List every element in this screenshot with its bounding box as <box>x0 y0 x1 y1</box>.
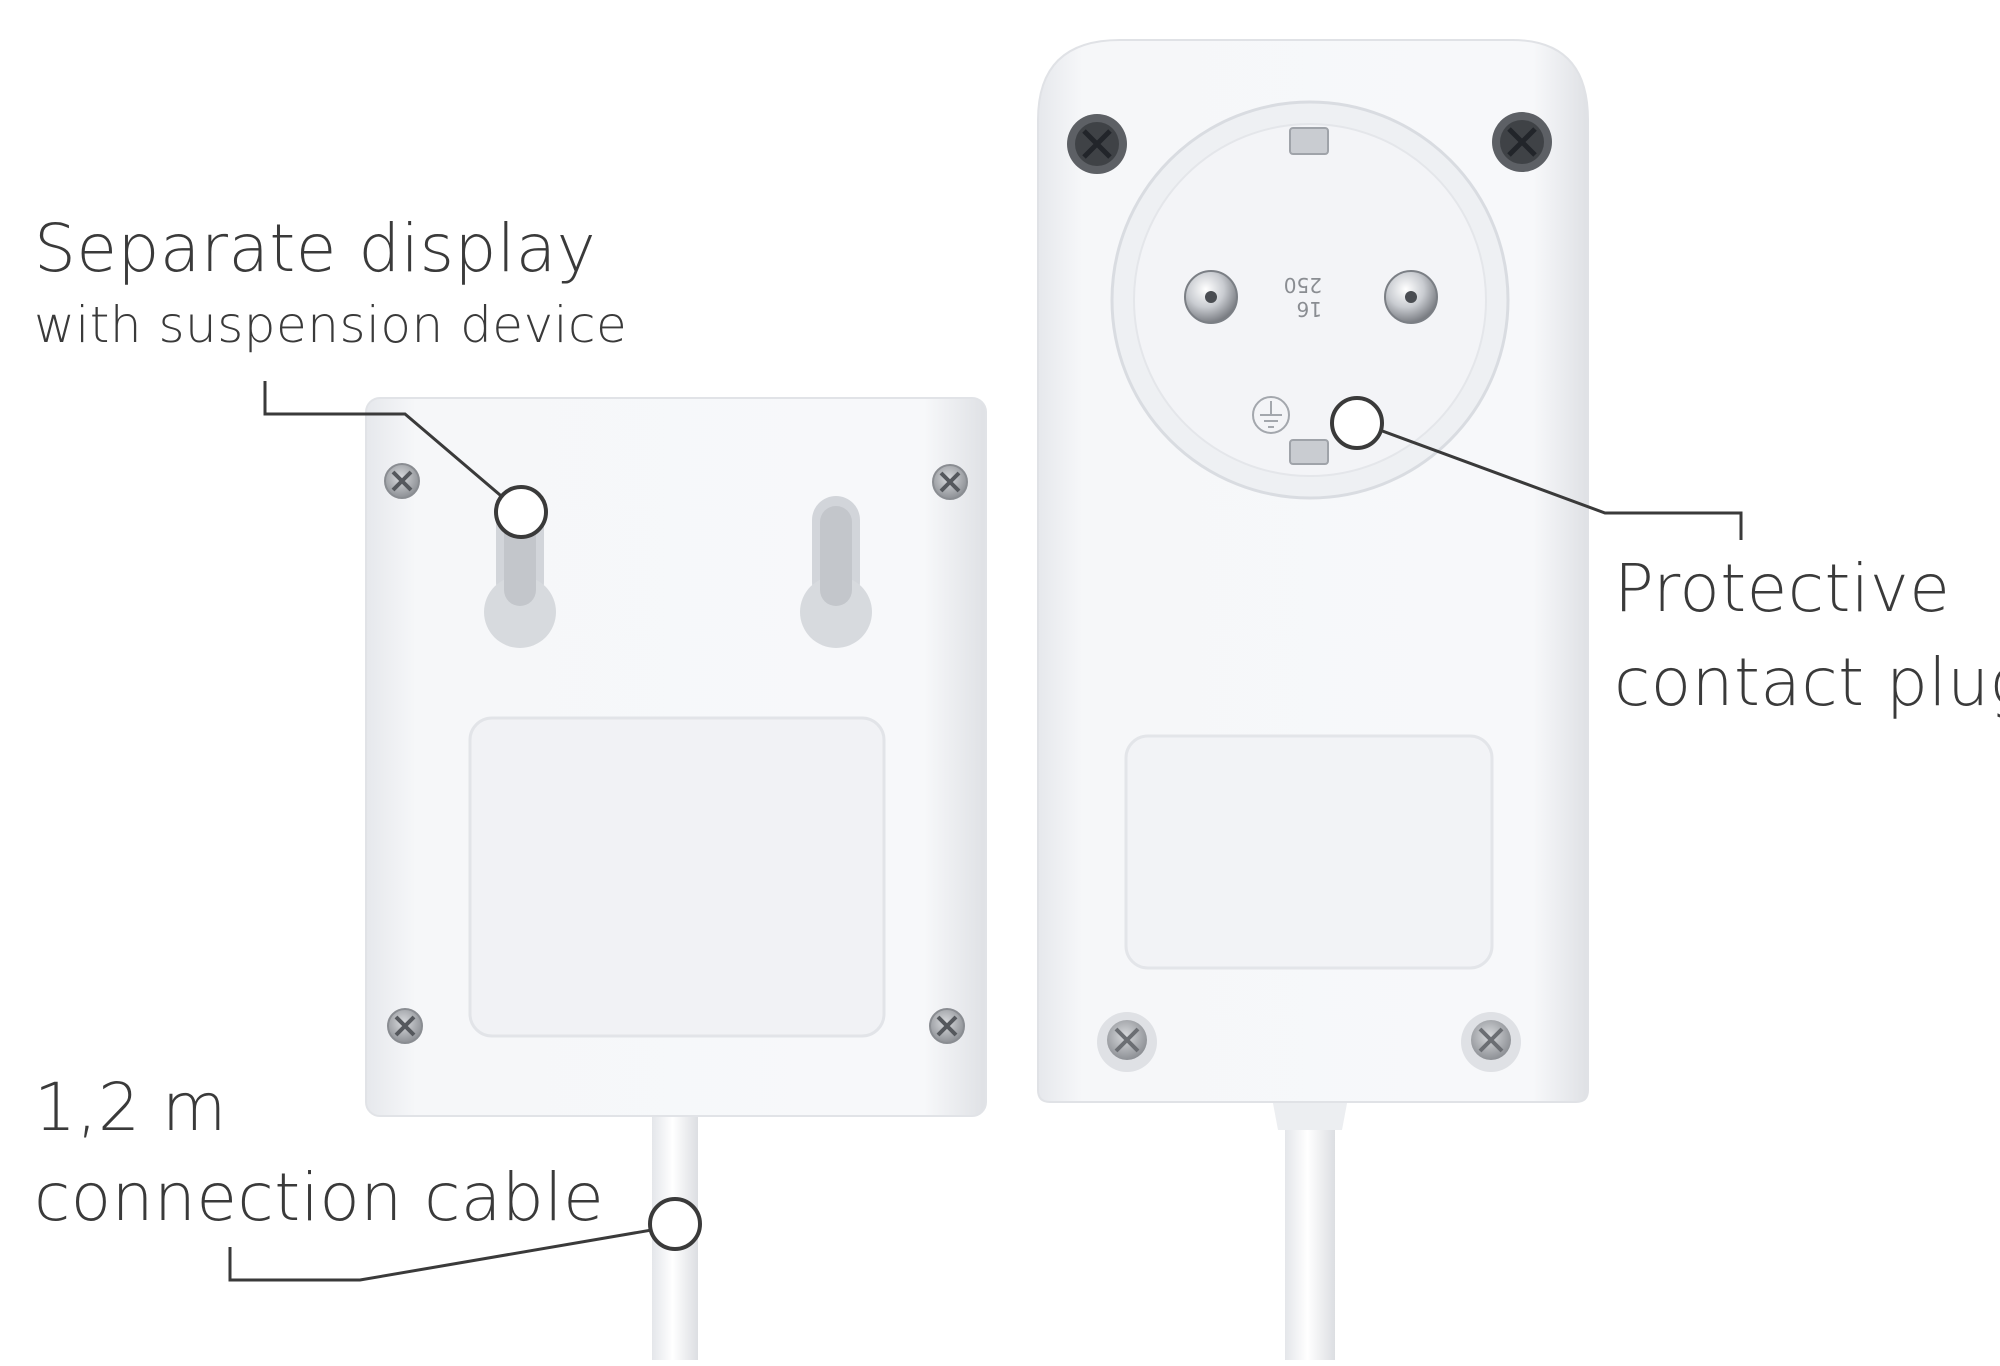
display-unit <box>365 397 987 1117</box>
screw-icon <box>929 1008 965 1044</box>
screw-icon <box>1097 1012 1157 1072</box>
callout-plug <box>1330 396 1743 540</box>
screw-icon <box>387 1008 423 1044</box>
screw-icon <box>932 464 968 500</box>
earth-symbol-icon <box>1252 396 1290 434</box>
display-label-panel <box>468 716 886 1038</box>
protective-contact-plug: 16 250 <box>1110 100 1510 500</box>
display-title-label: Separate display <box>34 210 597 287</box>
plug-label-line2: contact plug <box>1614 644 2000 721</box>
callout-cable <box>228 1197 702 1282</box>
plug-cable <box>1272 1098 1348 1360</box>
callout-marker <box>648 1197 702 1251</box>
plug-pin <box>1184 270 1238 324</box>
plug-label-panel <box>1124 734 1494 970</box>
display-subtitle-label: with suspension device <box>34 296 628 354</box>
plug-unit: 16 250 <box>1037 39 1589 1103</box>
callout-marker <box>494 485 548 539</box>
cable-description-label: connection cable <box>34 1159 605 1236</box>
keyhole-slot-right <box>800 496 872 648</box>
rating-amps: 16 <box>1297 297 1322 321</box>
callout-display <box>263 381 548 539</box>
callout-marker <box>1330 396 1384 450</box>
screw-icon <box>1461 1012 1521 1072</box>
screw-icon <box>1067 114 1127 174</box>
plug-label-line1: Protective <box>1614 550 1951 627</box>
plug-pin <box>1384 270 1438 324</box>
screw-icon <box>384 463 420 499</box>
screw-icon <box>1492 112 1552 172</box>
rating-volts: 250 <box>1284 273 1322 297</box>
cable-length-label: 1,2 m <box>34 1069 227 1146</box>
